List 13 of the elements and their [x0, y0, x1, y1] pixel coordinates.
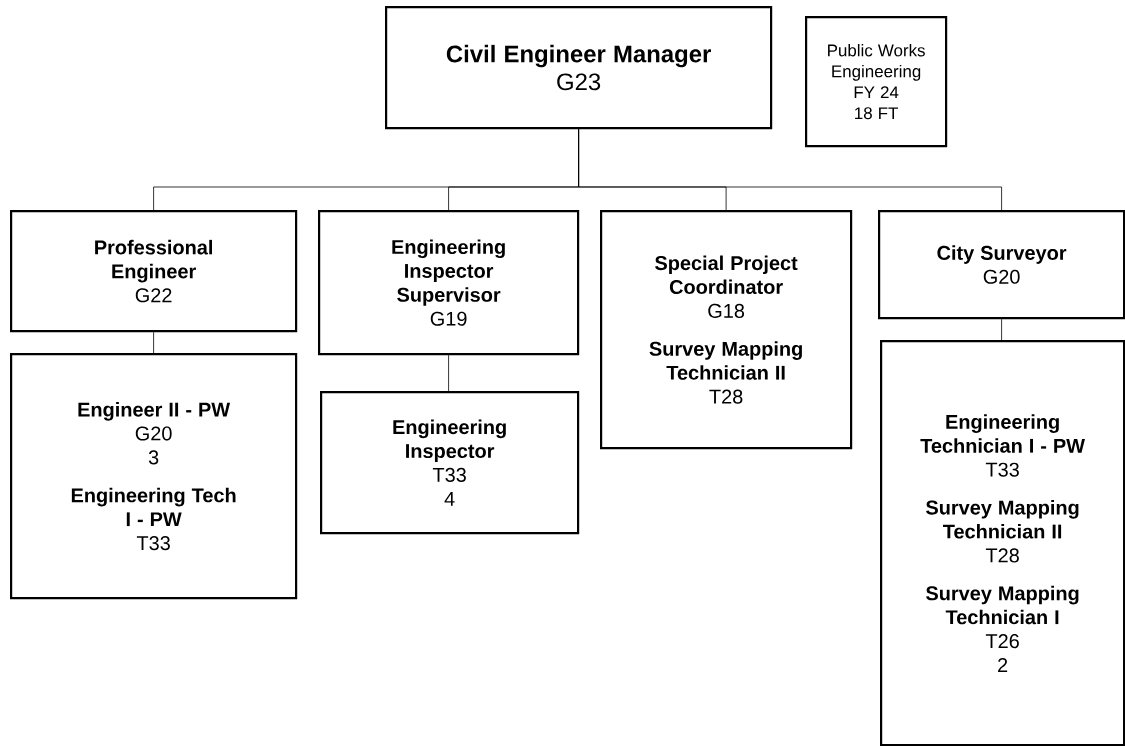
position-box: City Surveyor G20: [878, 210, 1125, 320]
position-box: Engineering Inspector T33 4: [320, 391, 580, 535]
position-box: Engineering Technician I - PW T33 Survey Mapping Technician II T28 Survey Mapping Technician I T26 2: [880, 340, 1125, 746]
position-box: Engineering Inspector Supervisor G19: [318, 210, 580, 356]
connector-line: [578, 128, 1002, 211]
position-box: Engineer II - PW G20 3 Engineering Tech I - PW T33: [10, 353, 298, 600]
connector-line: [448, 354, 449, 392]
connector-line: [153, 331, 154, 354]
position-box: Civil Engineer Manager G23: [385, 6, 773, 130]
info-box: Public Works Engineering FY 24 18 FT: [805, 16, 948, 148]
connector-line: [1001, 318, 1002, 341]
position-box: Professional Engineer G22: [10, 210, 298, 333]
position-box: Special Project Coordinator G18 Survey Mapping Technician II T28: [600, 210, 853, 450]
